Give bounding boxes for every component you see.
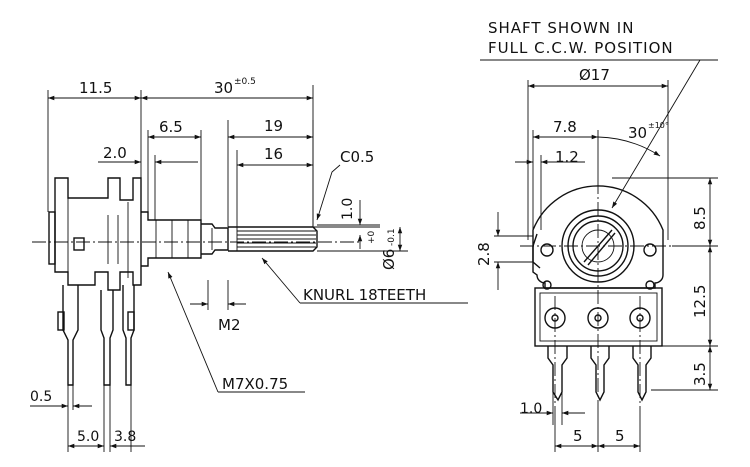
front-view: SHAFT SHOWN IN FULL C.C.W. POSITION xyxy=(475,19,718,452)
dim-height-125: 12.5 xyxy=(691,285,709,318)
dim-angle-tol: ±10° xyxy=(648,121,669,130)
dim-shaft-19: 19 xyxy=(264,117,283,135)
dim-overall-tol: ±0.5 xyxy=(234,77,256,87)
dim-shaft-16: 16 xyxy=(264,145,283,163)
dim-knurl-height: 1.0 xyxy=(340,198,356,220)
dim-body-length: 11.5 xyxy=(79,79,112,97)
front-dimension-texts: Ø17 7.8 30 ±10° 1.2 2.8 8.5 12.5 3.5 1.0… xyxy=(475,66,709,445)
position-note: SHAFT SHOWN IN FULL C.C.W. POSITION xyxy=(480,19,718,209)
dim-nut-m2: M2 xyxy=(218,316,241,334)
dim-key-28: 2.8 xyxy=(475,242,493,266)
front-centerlines xyxy=(520,180,672,420)
dim-pin-35: 3.5 xyxy=(691,362,709,386)
dim-pin-38: 3.8 xyxy=(114,429,136,445)
dim-pitch-left: 5 xyxy=(573,427,583,445)
potentiometer-body-side xyxy=(48,177,142,291)
dim-height-85: 8.5 xyxy=(691,206,709,230)
side-extension-lines xyxy=(47,85,408,452)
dim-angle: 30 xyxy=(628,124,647,142)
label-knurl: KNURL 18TEETH xyxy=(303,286,426,304)
bushing xyxy=(141,211,202,267)
dim-pin-50: 5.0 xyxy=(77,429,99,445)
side-dimension-texts: 30 ±0.5 11.5 6.5 19 16 2.0 C0.5 1.0 Ø6 +… xyxy=(30,77,426,445)
label-thread: M7X0.75 xyxy=(222,375,288,393)
dim-bushing-length: 6.5 xyxy=(159,118,183,136)
dim-shaft-dia-tol-top: +0 xyxy=(367,230,377,244)
dim-pitch-right: 5 xyxy=(615,427,625,445)
dim-body-dia: Ø17 xyxy=(579,66,610,84)
note-line-1: SHAFT SHOWN IN xyxy=(488,19,634,37)
dim-key-12: 1.2 xyxy=(555,148,579,166)
side-view: 30 ±0.5 11.5 6.5 19 16 2.0 C0.5 1.0 Ø6 +… xyxy=(30,77,468,452)
dim-overall-length: 30 xyxy=(214,79,233,97)
front-extension-lines xyxy=(494,80,718,452)
shaft-collar xyxy=(201,223,229,255)
dim-pin-05: 0.5 xyxy=(30,389,52,405)
terminal-lugs-front xyxy=(544,307,652,402)
terminal-pins-side xyxy=(57,285,135,386)
side-leaders xyxy=(167,164,468,393)
side-dimension-lines xyxy=(30,95,403,449)
note-line-2: FULL C.C.W. POSITION xyxy=(488,39,674,57)
dim-chamfer: C0.5 xyxy=(340,148,374,166)
dim-offset-78: 7.8 xyxy=(553,118,577,136)
dim-flat-2: 2.0 xyxy=(103,144,127,162)
dim-shaft-dia: Ø6 xyxy=(380,249,398,270)
knurled-shaft xyxy=(228,226,318,252)
dim-pin-10: 1.0 xyxy=(520,401,542,417)
front-dimension-lines xyxy=(495,83,713,449)
dim-shaft-dia-tol-bottom: -0.1 xyxy=(387,228,397,246)
